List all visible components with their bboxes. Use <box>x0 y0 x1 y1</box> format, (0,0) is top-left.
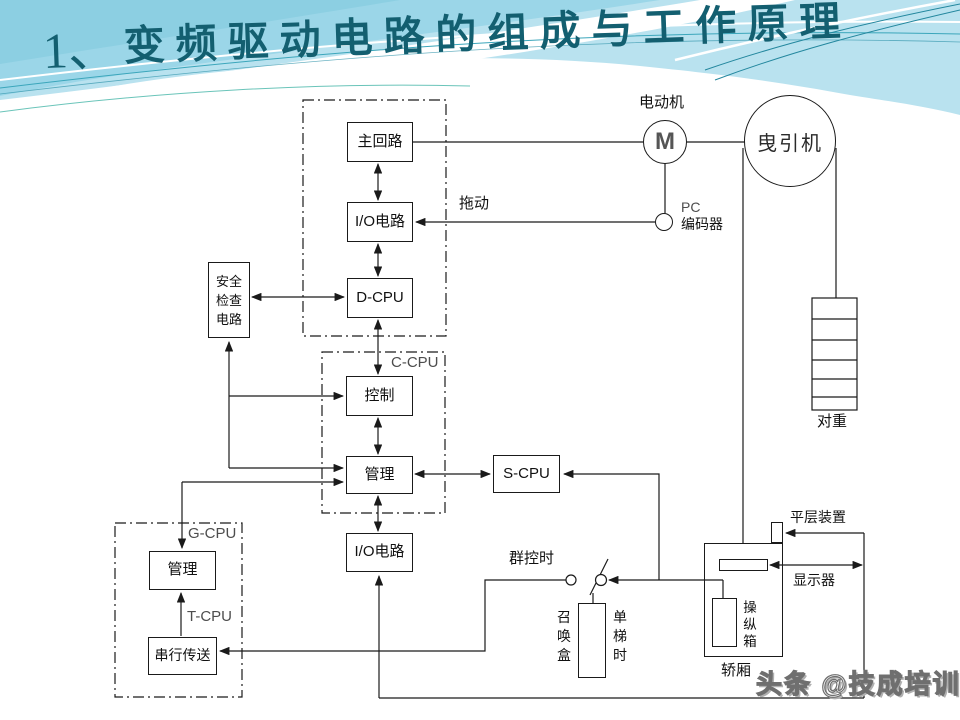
wave-green-line <box>0 84 471 113</box>
g-cpu-manage-box: 管理 <box>149 551 216 590</box>
control-box: 控制 <box>346 376 413 416</box>
traction-machine-circle: 曳引机 <box>744 95 836 187</box>
car-panel-rect <box>712 598 737 647</box>
safety-circuit-box: 安全检查电路 <box>208 262 250 338</box>
display-label: 显示器 <box>793 572 835 588</box>
switch-contact-right <box>594 573 608 587</box>
main-circuit-box: 主回路 <box>347 122 413 162</box>
drag-label: 拖动 <box>459 195 490 212</box>
s-cpu-box: S-CPU <box>493 455 560 493</box>
motor-circle: M <box>643 120 687 164</box>
g-cpu-label: G-CPU <box>188 525 237 542</box>
car-panel-label: 操纵箱 <box>743 600 757 649</box>
encoder-circle <box>655 213 673 231</box>
c-cpu-label: C-CPU <box>391 354 439 371</box>
io-circuit-lower-box: I/O电路 <box>346 533 413 572</box>
title-text: 变频驱动电路的组成与工作原理 <box>122 0 853 70</box>
leveling-sensor-rect <box>771 522 783 543</box>
d-cpu-box: D-CPU <box>347 278 413 318</box>
car-label: 轿厢 <box>721 662 752 679</box>
t-cpu-label: T-CPU <box>187 608 232 625</box>
serial-transfer-box: 串行传送 <box>148 637 217 675</box>
motor-label: 电动机 <box>639 94 685 111</box>
single-mode-label: 单梯时 <box>613 609 627 663</box>
car-rect <box>704 543 783 657</box>
page-title: 1、 变频驱动电路的组成与工作原理 <box>41 0 853 79</box>
link-scpu-hall <box>562 469 660 580</box>
call-box-rect <box>578 603 606 678</box>
safety-circuit-label: 安全检查电路 <box>215 273 242 327</box>
counterweight-body <box>811 297 858 411</box>
traction-machine-label: 曳引机 <box>757 132 823 155</box>
manage-box: 管理 <box>346 456 413 494</box>
leveling-device-label: 平层装置 <box>790 509 846 525</box>
encoder-name-label: 编码器 <box>681 216 723 232</box>
switch-blade <box>589 558 609 596</box>
group-mode-label: 群控时 <box>509 550 555 567</box>
counterweight-slabs <box>812 318 857 398</box>
switch-contact-left <box>565 574 577 586</box>
encoder-abbr-label: PC <box>681 199 701 215</box>
call-box-label: 召唤盒 <box>557 609 571 663</box>
io-circuit-upper-box: I/O电路 <box>347 202 413 242</box>
link-switch-serial <box>218 579 566 656</box>
watermark: 头条 @技成培训 <box>755 668 960 699</box>
motor-symbol: M <box>655 128 675 155</box>
title-number: 1、 <box>41 20 119 79</box>
counterweight-label: 对重 <box>817 413 848 430</box>
car-display-rect <box>719 559 768 571</box>
